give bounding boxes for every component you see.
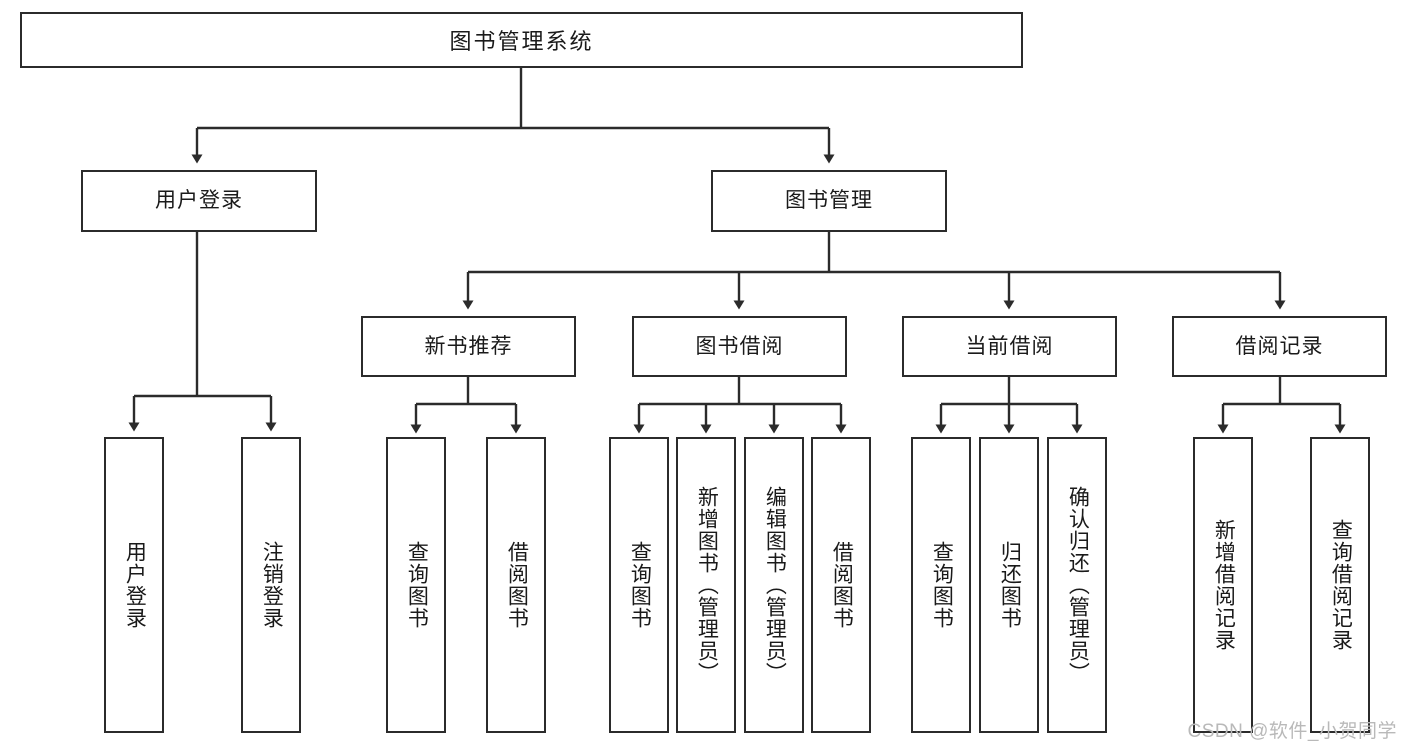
node-label: 新书推荐 <box>424 334 513 358</box>
node-label: 查询图书 <box>628 541 652 629</box>
leaf-query-book-current[interactable]: 查询图书 <box>911 437 971 733</box>
watermark: CSDN @软件_小贺同学 <box>1187 721 1397 742</box>
node-label: 用户登录 <box>155 189 243 213</box>
leaf-confirm-return-admin[interactable]: 确认归还（管理员） <box>1047 437 1107 733</box>
node-label: 借阅记录 <box>1235 334 1324 358</box>
node-book-borrow[interactable]: 图书借阅 <box>632 316 847 377</box>
node-label: 图书借阅 <box>695 334 784 358</box>
node-label: 图书管理 <box>785 189 873 213</box>
leaf-query-book-new[interactable]: 查询图书 <box>386 437 446 733</box>
leaf-add-book-admin[interactable]: 新增图书（管理员） <box>676 437 736 733</box>
node-label: 用户登录 <box>123 541 147 629</box>
node-book-management[interactable]: 图书管理 <box>711 170 947 232</box>
node-new-book-recommend[interactable]: 新书推荐 <box>361 316 576 377</box>
leaf-query-book-borrow[interactable]: 查询图书 <box>609 437 669 733</box>
node-label: 查询图书 <box>405 541 429 629</box>
node-user-login[interactable]: 用户登录 <box>81 170 317 232</box>
node-borrow-record[interactable]: 借阅记录 <box>1172 316 1387 377</box>
node-label: 新增图书（管理员） <box>695 486 719 684</box>
leaf-edit-book-admin[interactable]: 编辑图书（管理员） <box>744 437 804 733</box>
leaf-return-book[interactable]: 归还图书 <box>979 437 1039 733</box>
node-label: 借阅图书 <box>505 541 529 629</box>
node-label: 查询图书 <box>930 541 954 629</box>
leaf-query-borrow-record[interactable]: 查询借阅记录 <box>1310 437 1370 733</box>
node-label: 新增借阅记录 <box>1212 519 1236 651</box>
node-label: 图书管理系统 <box>449 29 594 54</box>
node-label: 当前借阅 <box>965 334 1054 358</box>
node-label: 归还图书 <box>998 541 1022 629</box>
leaf-add-borrow-record[interactable]: 新增借阅记录 <box>1193 437 1253 733</box>
leaf-user-login[interactable]: 用户登录 <box>104 437 164 733</box>
node-library-management-system[interactable]: 图书管理系统 <box>20 12 1023 68</box>
node-label: 查询借阅记录 <box>1329 519 1353 651</box>
leaf-borrow-book-new[interactable]: 借阅图书 <box>486 437 546 733</box>
leaf-borrow-book[interactable]: 借阅图书 <box>811 437 871 733</box>
node-label: 注销登录 <box>260 541 284 629</box>
node-label: 确认归还（管理员） <box>1066 486 1090 684</box>
leaf-logout[interactable]: 注销登录 <box>241 437 301 733</box>
node-current-borrow[interactable]: 当前借阅 <box>902 316 1117 377</box>
node-label: 编辑图书（管理员） <box>763 486 787 684</box>
node-label: 借阅图书 <box>830 541 854 629</box>
